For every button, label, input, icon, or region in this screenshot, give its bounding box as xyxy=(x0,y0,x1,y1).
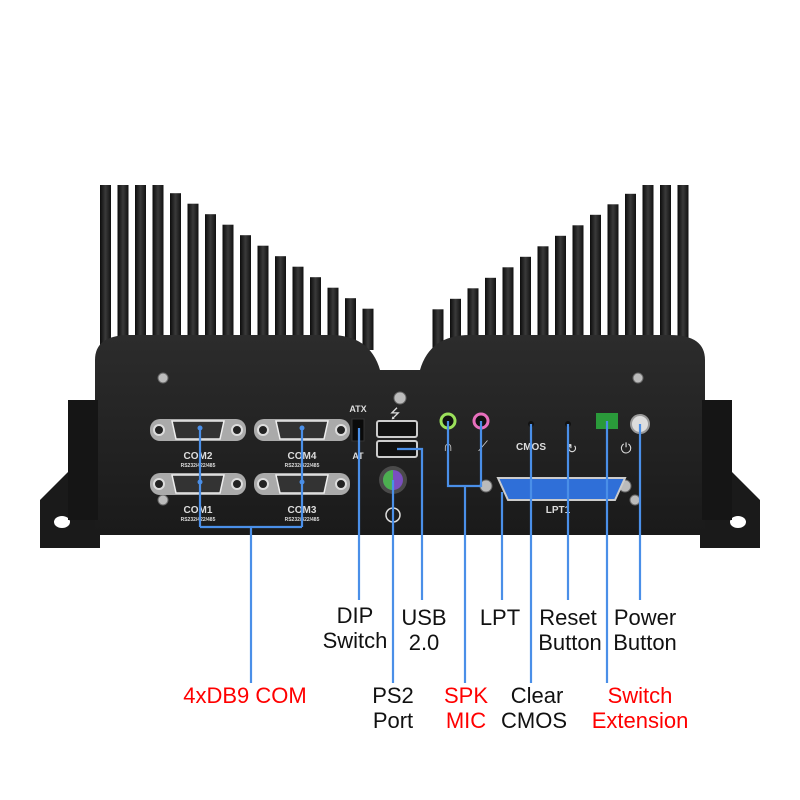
callout-lpt: LPT xyxy=(480,605,520,630)
heatsink-fins xyxy=(100,185,689,350)
heatsink-fin xyxy=(467,288,479,350)
callout-com: 4xDB9 COM xyxy=(183,683,306,708)
side-panel-left xyxy=(68,400,98,520)
side-panel-right xyxy=(702,400,732,520)
usb-port-1[interactable] xyxy=(376,420,418,438)
heatsink-fin xyxy=(362,308,374,350)
callout-ps2-1: PS2 xyxy=(372,683,414,708)
callout-reset-1: Reset xyxy=(539,605,596,630)
lpt-port[interactable] xyxy=(496,477,627,501)
callout-dip-2: Switch xyxy=(323,628,388,653)
db9-connector[interactable] xyxy=(150,419,246,441)
callout-audio-2: MIC xyxy=(446,708,486,733)
callout-audio-1: SPK xyxy=(444,683,488,708)
ps2-port-inner-green xyxy=(383,470,393,490)
atx-label: ATX xyxy=(349,404,366,414)
callout-switch-ext-2: Extension xyxy=(592,708,689,733)
heatsink-fin xyxy=(345,298,356,350)
heatsink-fin xyxy=(135,185,146,350)
callout-usb-2: 2.0 xyxy=(409,630,440,655)
heatsink-fin xyxy=(100,185,111,350)
com-ports xyxy=(150,419,350,495)
com2-label: COM2 xyxy=(184,451,213,462)
heatsink-fin xyxy=(502,267,514,350)
callout-clear-cmos-1: Clear xyxy=(511,683,564,708)
microphone-icon: ⟋ xyxy=(478,440,488,455)
heatsink-fin xyxy=(555,235,566,350)
callout-power-2: Button xyxy=(613,630,677,655)
com1-sub: RS232/422/485 xyxy=(181,517,216,523)
heatsink-fin xyxy=(520,256,531,350)
callout-power-1: Power xyxy=(614,605,676,630)
heatsink-fin xyxy=(677,185,689,350)
heatsink-fin xyxy=(590,214,601,350)
heatsink-fin xyxy=(187,203,199,350)
com2-sub: RS232/422/485 xyxy=(181,463,216,469)
mount-slot-left xyxy=(54,516,70,528)
leader-lines xyxy=(197,421,642,683)
heatsink-fin xyxy=(327,287,339,350)
heatsink-fin xyxy=(450,298,461,350)
callout-usb-1: USB xyxy=(401,605,446,630)
heatsink-fin xyxy=(170,193,181,350)
lpt1-label: LPT1 xyxy=(546,505,571,516)
callout-dip-1: DIP xyxy=(337,603,374,628)
heatsink-fin xyxy=(117,185,129,350)
callout-ps2-2: Port xyxy=(373,708,413,733)
reset-icon: ↻ xyxy=(567,441,578,456)
usb-icon: ⭍ xyxy=(390,406,401,421)
heatsink-fin xyxy=(275,256,286,350)
heatsink-fin xyxy=(205,214,216,350)
heatsink-fin xyxy=(625,193,636,350)
heatsink-fin xyxy=(310,277,321,350)
heatsink-fin xyxy=(537,246,549,350)
db9-connector[interactable] xyxy=(150,473,246,495)
heatsink-fin xyxy=(660,185,671,350)
power-icon: ⏻ xyxy=(620,441,631,457)
com1-label: COM1 xyxy=(184,505,213,516)
heatsink-fin xyxy=(152,185,164,350)
heatsink-fin xyxy=(485,277,496,350)
mount-slot-right xyxy=(730,516,746,528)
heatsink-fin xyxy=(607,204,619,350)
callout-reset-2: Button xyxy=(538,630,602,655)
heatsink-fin xyxy=(222,224,234,350)
heatsink-fin xyxy=(572,225,584,350)
heatsink-fin xyxy=(432,309,444,350)
heatsink-fin xyxy=(642,185,654,350)
heatsink-fin xyxy=(240,235,251,350)
callout-switch-ext-1: Switch xyxy=(608,683,673,708)
callout-clear-cmos-2: CMOS xyxy=(501,708,567,733)
heatsink-fin xyxy=(292,266,304,350)
heatsink-fin xyxy=(257,245,269,350)
